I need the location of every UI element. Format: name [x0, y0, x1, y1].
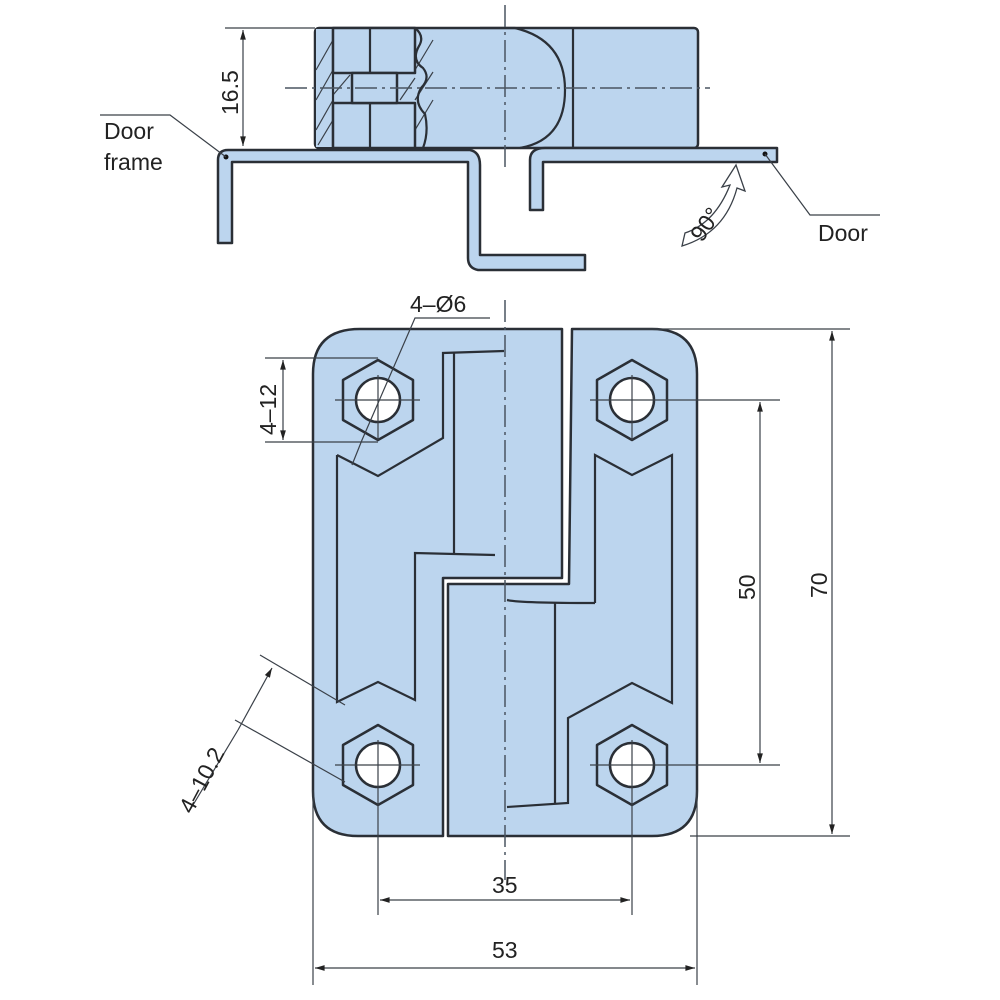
door-label: Door: [818, 220, 868, 246]
dim-53: 53: [492, 937, 518, 963]
door-frame-label: Door: [104, 118, 154, 144]
door-frame-label-2: frame: [104, 149, 163, 175]
dim-35: 35: [492, 872, 518, 898]
dim-70: 70: [806, 572, 832, 598]
dim-4-dia-6: 4–Ø6: [410, 291, 466, 317]
dim-16-5: 16.5: [217, 70, 243, 115]
door-plate: [528, 146, 779, 212]
dim-4-12: 4–12: [255, 384, 281, 435]
front-view: [311, 300, 780, 915]
door-frame-plate: [216, 148, 587, 272]
top-view: [216, 5, 779, 272]
rotation-indicator: 90°: [681, 163, 747, 247]
dim-4-10-2: 4–10.2: [173, 743, 229, 817]
rotation-arrow-icon: [681, 163, 747, 247]
dim-50: 50: [734, 574, 760, 600]
